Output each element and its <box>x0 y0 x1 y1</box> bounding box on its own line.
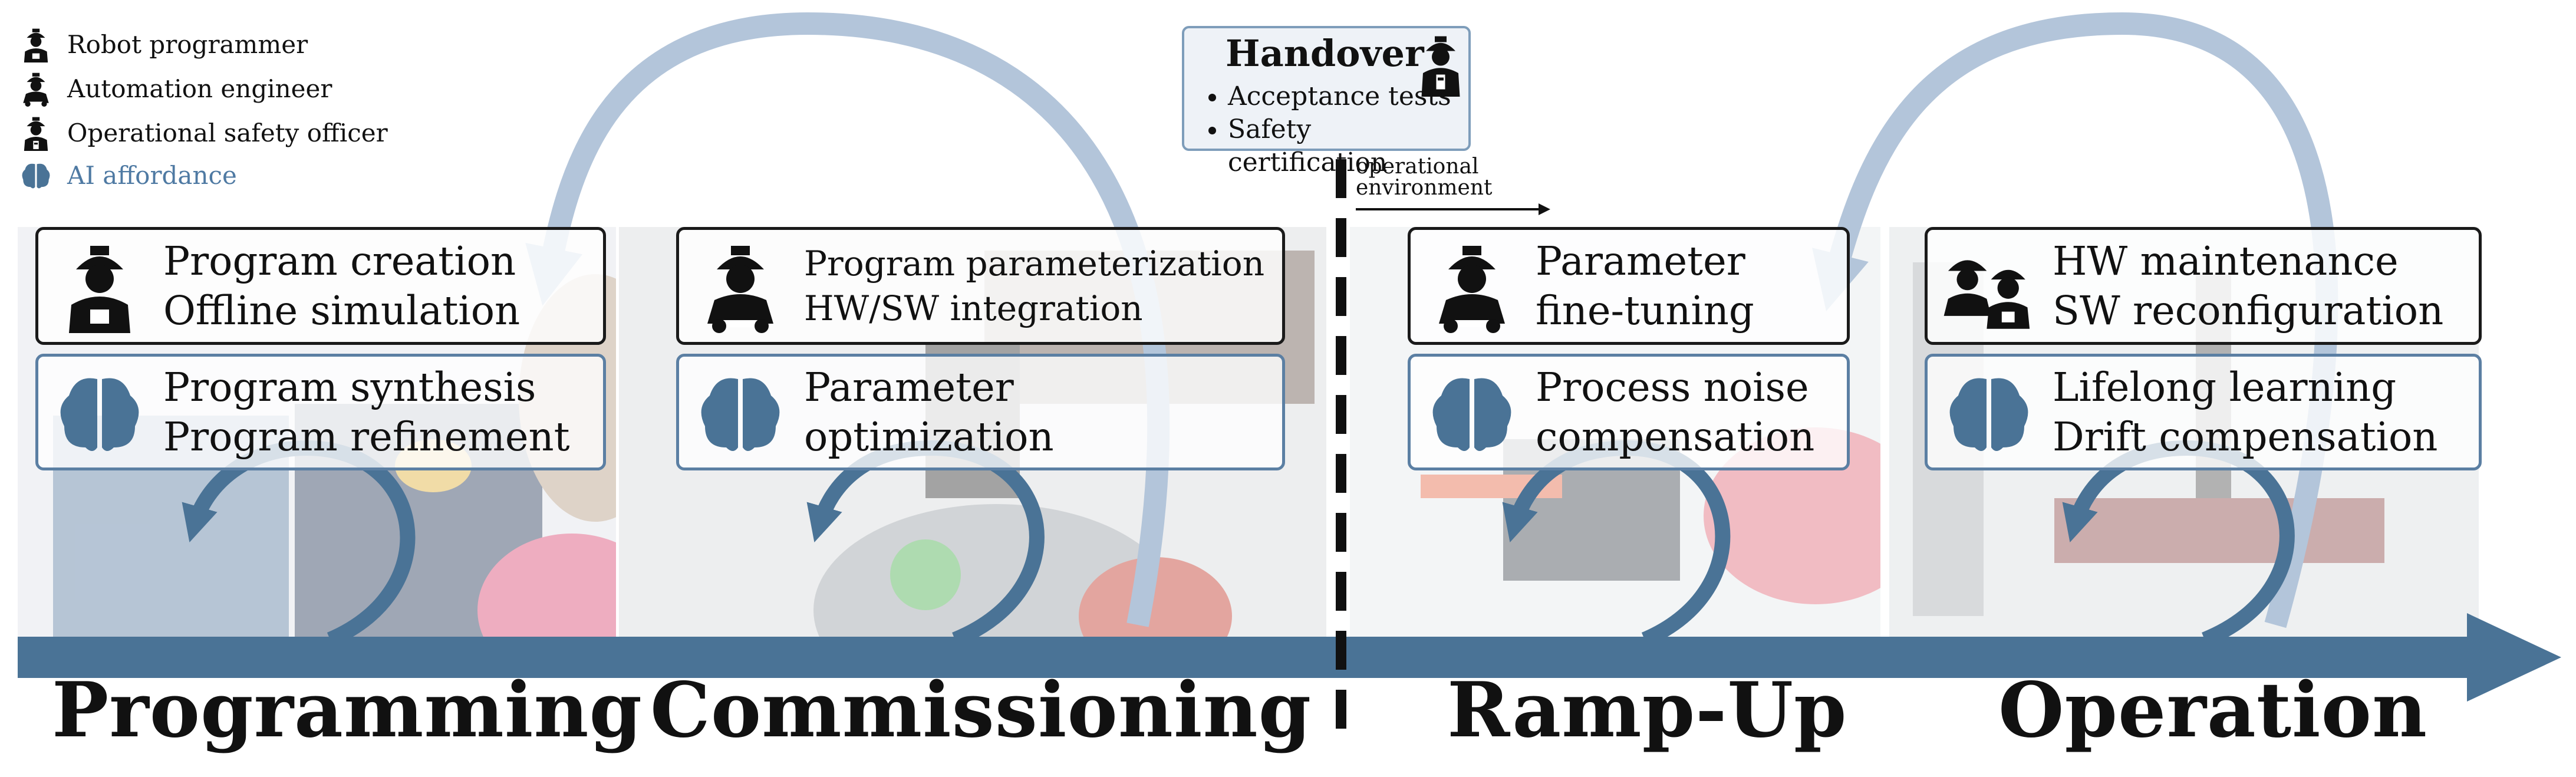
legend-automation-engineer: Automation engineer <box>18 68 332 109</box>
ai-brain-icon <box>60 378 139 451</box>
programming-ai-text: Program synthesis Program refinement <box>163 363 570 462</box>
role-line: fine-tuning <box>1536 288 1754 334</box>
commissioning-ai-text: Parameter optimization <box>804 363 1054 462</box>
small-loop-rampup <box>1502 440 1731 647</box>
ai-brain-icon <box>1432 378 1511 451</box>
operation-ai-text: Lifelong learning Drift compensation <box>2053 363 2437 462</box>
ai-line: compensation <box>1536 414 1815 460</box>
operation-role-text: HW maintenance SW reconfiguration <box>2053 236 2443 335</box>
legend-label: Automation engineer <box>67 74 332 103</box>
role-line: HW/SW integration <box>804 288 1143 328</box>
role-line: SW reconfiguration <box>2053 288 2444 334</box>
rampup-ai-box: Process noise compensation <box>1408 354 1850 470</box>
legend-operational-safety-officer: Operational safety officer <box>18 112 388 153</box>
operation-role-box: HW maintenance SW reconfiguration <box>1925 227 2482 345</box>
handover-title: Handover <box>1226 32 1424 75</box>
role-line: Parameter <box>1536 238 1745 284</box>
role-line: HW maintenance <box>2053 238 2399 284</box>
legend-label: Operational safety officer <box>67 118 388 147</box>
legend-label: Robot programmer <box>67 29 308 59</box>
timeline-arrow <box>18 613 2561 702</box>
small-loop-commissioning <box>806 440 1045 647</box>
programming-role-box: Program creation Offline simulation <box>35 227 606 345</box>
handover-box: Handover Acceptance tests Safety certifi… <box>1182 26 1471 177</box>
phase-label-commissioning: Commissioning <box>650 666 1312 755</box>
role-line: Program parameterization <box>804 243 1265 284</box>
automation-engineer-and-programmer-icon <box>1943 260 2030 329</box>
automation-engineer-icon <box>23 73 49 107</box>
automation-engineer-icon <box>1439 246 1505 333</box>
handover-item: Acceptance tests <box>1228 80 1468 113</box>
commissioning-ai-box: Parameter optimization <box>676 354 1285 470</box>
ai-line: Parameter <box>804 364 1014 410</box>
role-line: Program creation <box>163 238 516 284</box>
operational-safety-officer-icon <box>24 117 48 151</box>
role-line: Offline simulation <box>163 288 521 334</box>
phase-label-rampup: Ramp-Up <box>1447 666 1847 755</box>
ai-brain-icon <box>22 163 50 189</box>
rampup-ai-text: Process noise compensation <box>1536 363 1814 462</box>
phase-label-programming: Programming <box>52 666 643 755</box>
ai-line: Process noise <box>1536 364 1809 410</box>
rampup-role-text: Parameter fine-tuning <box>1536 236 1754 335</box>
small-loop-operation <box>2062 440 2295 647</box>
handover-item: Safety certification <box>1228 113 1468 179</box>
programming-role-text: Program creation Offline simulation <box>163 236 520 335</box>
op-env-line1: operational <box>1356 154 1479 179</box>
op-env-line2: environment <box>1356 176 1493 200</box>
legend-ai-affordance: AI affordance <box>18 154 237 196</box>
commissioning-role-box: Program parameterization HW/SW integrati… <box>676 227 1285 345</box>
ai-line: Lifelong learning <box>2053 364 2397 410</box>
operation-ai-box: Lifelong learning Drift compensation <box>1925 354 2482 470</box>
legend-robot-programmer: Robot programmer <box>18 24 308 65</box>
commissioning-role-text: Program parameterization HW/SW integrati… <box>804 241 1264 331</box>
rampup-role-box: Parameter fine-tuning <box>1408 227 1850 345</box>
ai-line: optimization <box>804 414 1054 460</box>
operational-safety-officer-icon <box>1421 36 1460 97</box>
phase-label-operation: Operation <box>1998 666 2427 755</box>
robot-programmer-icon <box>69 246 130 333</box>
programming-ai-box: Program synthesis Program refinement <box>35 354 606 470</box>
ai-brain-icon <box>701 378 780 451</box>
ai-line: Program refinement <box>163 414 570 460</box>
small-loop-programming <box>182 440 416 647</box>
operational-environment-label: operational environment <box>1356 156 1493 199</box>
automation-engineer-icon <box>707 246 773 333</box>
handover-list: Acceptance tests Safety certification <box>1184 80 1468 179</box>
legend-label: AI affordance <box>67 160 237 190</box>
robot-programmer-icon <box>24 28 48 62</box>
ai-brain-icon <box>1949 378 2028 451</box>
ai-line: Drift compensation <box>2053 414 2438 460</box>
ai-line: Program synthesis <box>163 364 536 410</box>
